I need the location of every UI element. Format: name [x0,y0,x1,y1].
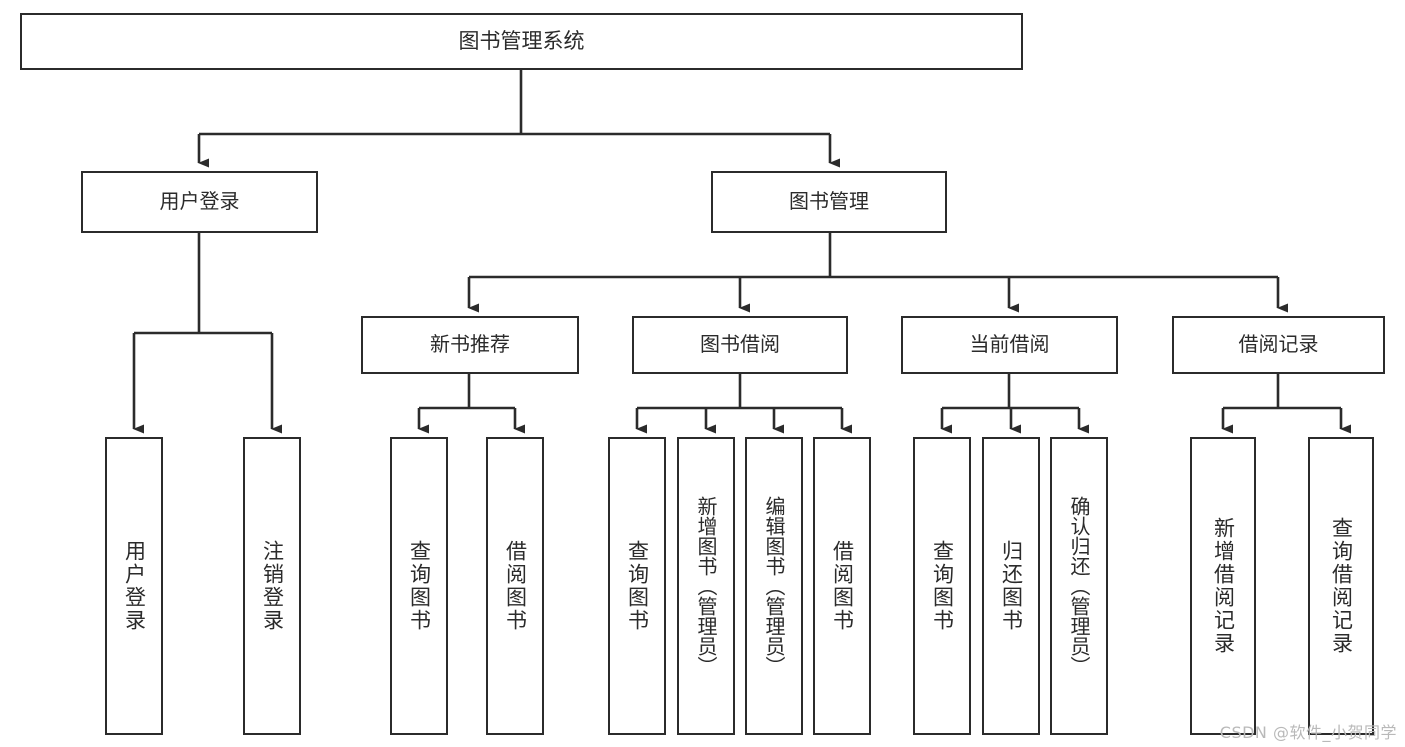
node-user-login[interactable]: 用户登录 [81,171,318,233]
csdn-watermark: CSDN @软件_小贺同学 [1219,723,1397,742]
node-leaf-borrow-book-2-label: 借阅图书 [830,540,855,632]
node-leaf-query-book-1-label: 查询图书 [407,540,432,632]
node-leaf-edit-book-label: 编辑图书（管理员） [762,496,786,676]
node-leaf-confirm-return-label: 确认归还（管理员） [1067,496,1091,676]
node-leaf-confirm-return[interactable]: 确认归还（管理员） [1050,437,1108,735]
node-leaf-borrow-book-2[interactable]: 借阅图书 [813,437,871,735]
node-user-login-label: 用户登录 [159,189,240,214]
node-leaf-user-logout-label: 注销登录 [260,540,285,632]
node-leaf-user-login[interactable]: 用户登录 [105,437,163,735]
node-leaf-return-book-label: 归还图书 [999,540,1024,632]
node-leaf-return-book[interactable]: 归还图书 [982,437,1040,735]
node-leaf-query-record-label: 查询借阅记录 [1329,517,1354,655]
node-leaf-edit-book[interactable]: 编辑图书（管理员） [745,437,803,735]
node-leaf-query-book-2-label: 查询图书 [625,540,650,632]
node-book-manage-label: 图书管理 [789,189,869,214]
node-leaf-user-logout[interactable]: 注销登录 [243,437,301,735]
node-new-book-rec[interactable]: 新书推荐 [361,316,579,374]
node-leaf-query-book-3[interactable]: 查询图书 [913,437,971,735]
node-leaf-add-book[interactable]: 新增图书（管理员） [677,437,735,735]
node-leaf-query-book-3-label: 查询图书 [930,540,955,632]
node-leaf-add-record-label: 新增借阅记录 [1211,517,1236,655]
node-root[interactable]: 图书管理系统 [20,13,1023,70]
node-leaf-add-book-label: 新增图书（管理员） [694,496,718,676]
node-leaf-query-book-1[interactable]: 查询图书 [390,437,448,735]
node-leaf-borrow-book-1-label: 借阅图书 [503,540,528,632]
node-leaf-borrow-book-1[interactable]: 借阅图书 [486,437,544,735]
node-leaf-query-book-2[interactable]: 查询图书 [608,437,666,735]
node-current-borrow-label: 当前借阅 [969,332,1050,357]
node-root-label: 图书管理系统 [458,29,585,54]
node-leaf-add-record[interactable]: 新增借阅记录 [1190,437,1256,735]
node-book-borrow[interactable]: 图书借阅 [632,316,848,374]
node-borrow-record-label: 借阅记录 [1238,332,1319,357]
node-book-borrow-label: 图书借阅 [700,332,780,357]
node-current-borrow[interactable]: 当前借阅 [901,316,1118,374]
node-borrow-record[interactable]: 借阅记录 [1172,316,1385,374]
node-leaf-user-login-label: 用户登录 [122,540,147,632]
node-new-book-rec-label: 新书推荐 [430,332,510,357]
node-leaf-query-record[interactable]: 查询借阅记录 [1308,437,1374,735]
node-book-manage[interactable]: 图书管理 [711,171,947,233]
